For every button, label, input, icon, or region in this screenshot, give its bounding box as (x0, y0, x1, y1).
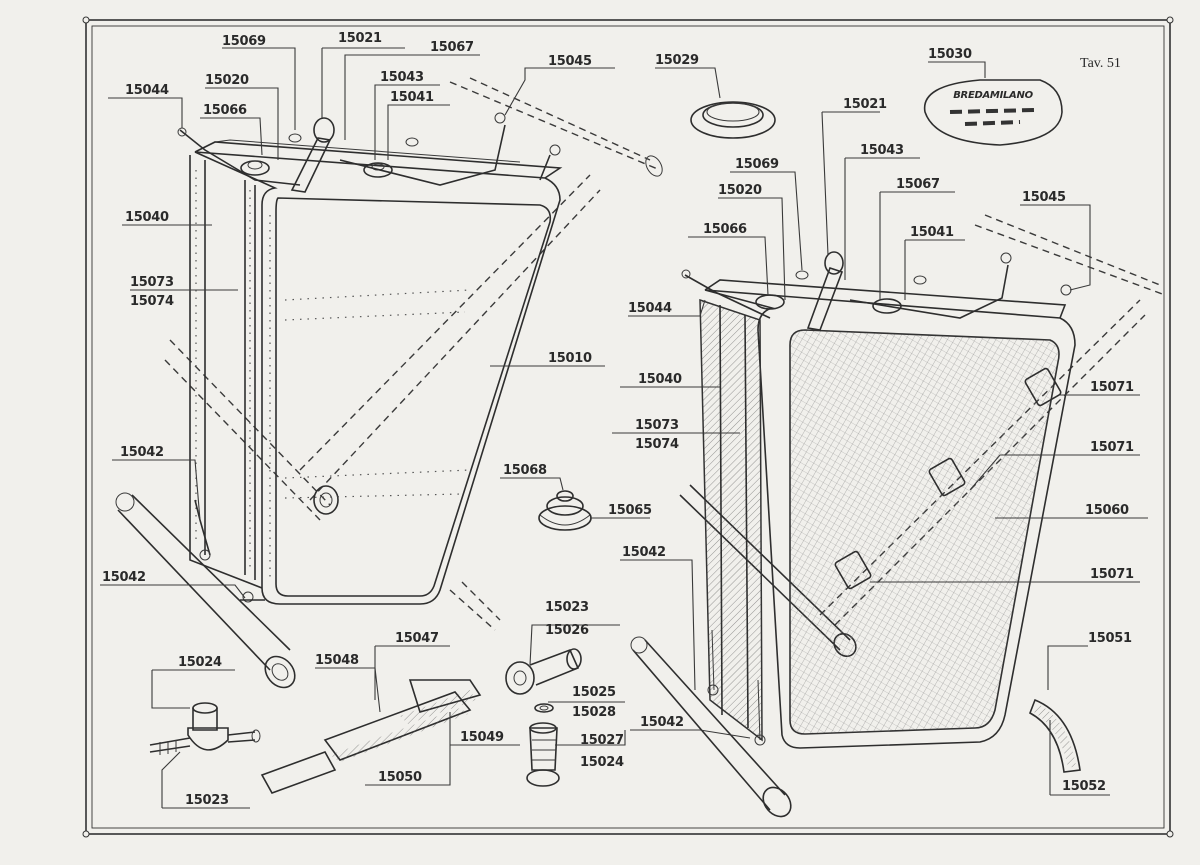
part-label-15060: 15060 (1085, 503, 1129, 518)
bredamilano-badge-15030: BREDAMILANO (923, 79, 1063, 146)
part-label-15073-right: 15073 (635, 418, 679, 433)
part-label-15045-left: 15045 (548, 54, 592, 69)
part-label-15040-right: 15040 (638, 372, 682, 387)
page-frame (82, 16, 1174, 838)
part-label-15073-left: 15073 (130, 275, 174, 290)
part-label-15021-right: 15021 (843, 97, 887, 112)
right-tank-assembly (630, 214, 1166, 818)
part-label-15020-left: 15020 (205, 73, 249, 88)
part-label-15074-right: 15074 (635, 437, 679, 452)
part-label-15071-b: 15071 (1090, 440, 1134, 455)
part-label-15041-left: 15041 (390, 90, 434, 105)
part-label-15048: 15048 (315, 653, 359, 668)
part-label-15051: 15051 (1088, 631, 1132, 646)
part-label-15042-left-a: 15042 (120, 445, 164, 460)
part-label-15069-right: 15069 (735, 157, 779, 172)
part-label-15041-right: 15041 (910, 225, 954, 240)
part-label-15074-left: 15074 (130, 294, 174, 309)
part-label-15023-left: 15023 (185, 793, 229, 808)
leader-lines (100, 47, 1148, 809)
part-label-15023-center: 15023 (545, 600, 589, 615)
gasket-15029 (690, 101, 776, 139)
brand-text: BREDAMILANO (953, 90, 1033, 101)
part-label-15010: 15010 (548, 351, 592, 366)
part-label-15044-left: 15044 (125, 83, 169, 98)
part-label-15024-left: 15024 (178, 655, 222, 670)
plate-number: Tav. 51 (1080, 56, 1121, 71)
part-label-15066-left: 15066 (203, 103, 247, 118)
part-label-15042-right-b: 15042 (640, 715, 684, 730)
part-label-15071-a: 15071 (1090, 380, 1134, 395)
part-label-15028: 15028 (572, 705, 616, 720)
part-label-15067-right: 15067 (896, 177, 940, 192)
part-label-15067-left: 15067 (430, 40, 474, 55)
part-label-15021-left: 15021 (338, 31, 382, 46)
part-label-15042-left-b: 15042 (102, 570, 146, 585)
part-label-15043-left: 15043 (380, 70, 424, 85)
part-label-15030: 15030 (928, 47, 972, 62)
part-label-15043-right: 15043 (860, 143, 904, 158)
part-label-15020-right: 15020 (718, 183, 762, 198)
part-label-15040-left: 15040 (125, 210, 169, 225)
cap-15065 (538, 490, 592, 531)
strips-15047-15048-15050 (260, 679, 482, 794)
union-15023-15026 (505, 648, 582, 787)
part-label-15049: 15049 (460, 730, 504, 745)
part-label-15027: 15027 (580, 733, 624, 748)
part-label-15024-center: 15024 (580, 755, 624, 770)
part-label-15052: 15052 (1062, 779, 1106, 794)
part-label-15047: 15047 (395, 631, 439, 646)
strip-15051-15052 (1029, 698, 1081, 773)
part-label-15026: 15026 (545, 623, 589, 638)
part-label-15069-left: 15069 (222, 34, 266, 49)
part-label-15029: 15029 (655, 53, 699, 68)
part-number-labels: Tav. 51 15069 15021 15067 15045 15044 15… (102, 31, 1134, 808)
part-label-15066-right: 15066 (703, 222, 747, 237)
tap-15024 (149, 702, 261, 755)
part-label-15025: 15025 (572, 685, 616, 700)
part-label-15065: 15065 (608, 503, 652, 518)
part-label-15042-right-a: 15042 (622, 545, 666, 560)
part-label-15071-c: 15071 (1090, 567, 1134, 582)
part-label-15068: 15068 (503, 463, 547, 478)
part-label-15044-right: 15044 (628, 301, 672, 316)
part-label-15050: 15050 (378, 770, 422, 785)
part-label-15045-right: 15045 (1022, 190, 1066, 205)
